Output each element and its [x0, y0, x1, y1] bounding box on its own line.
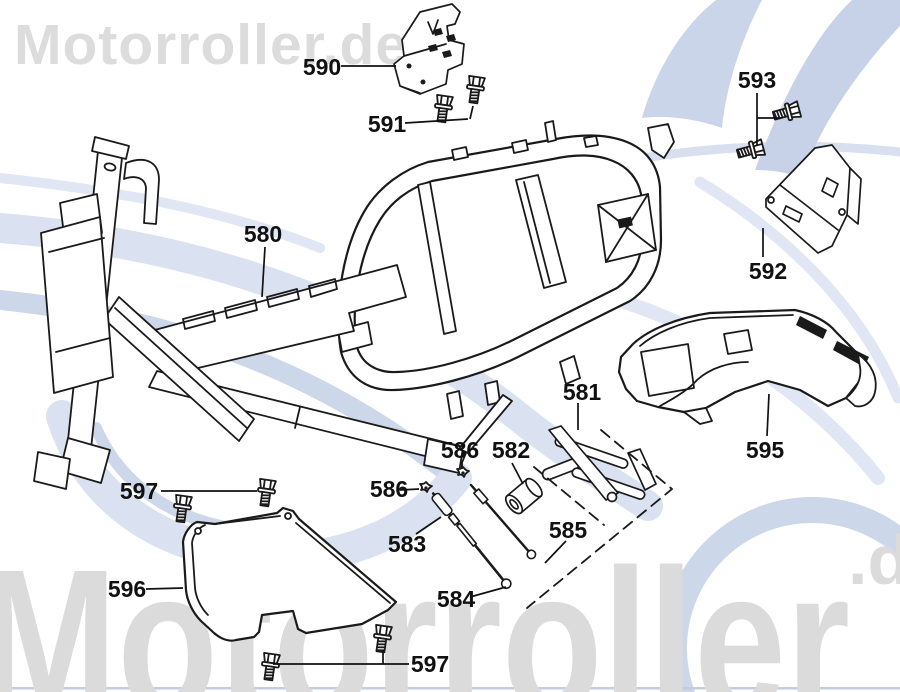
part-584-rod-end [500, 578, 512, 590]
part-591-bolt-b [432, 93, 455, 124]
part-label-584: 584 [437, 586, 476, 612]
part-label-580: 580 [244, 221, 282, 247]
part-label-591: 591 [368, 111, 407, 137]
swoosh-wheel-circle [661, 497, 900, 692]
part-label-593: 593 [738, 67, 776, 93]
part-label-597-a: 597 [120, 478, 158, 504]
part-label-582: 582 [492, 437, 530, 463]
part-597-bolt-a [255, 477, 278, 508]
part-label-597-b: 597 [411, 651, 449, 677]
part-590-bracket [393, 3, 465, 95]
watermark-bottom: Motorroller [0, 527, 850, 692]
part-label-585: 585 [549, 517, 588, 543]
part-591-bolt-a [464, 74, 487, 105]
bottom-edge-line [0, 687, 900, 690]
part-581-bracket [541, 425, 657, 503]
part-583-rod [431, 492, 512, 590]
assembly-dashed-guide [526, 429, 673, 609]
swoosh-wing-left [642, 0, 762, 128]
part-label-592: 592 [749, 258, 787, 284]
part-596-panel [181, 506, 398, 642]
part-label-586-a: 586 [441, 437, 479, 463]
part-label-595: 595 [746, 437, 785, 463]
part-595-cover [617, 308, 877, 425]
part-592-bracket [765, 144, 862, 254]
swoosh-wing-right [755, 0, 900, 178]
part-label-590: 590 [303, 54, 341, 80]
callout-lines [145, 65, 781, 665]
part-label-586-b: 586 [370, 476, 408, 502]
part-labels: 580 581 582 583 584 585 586 586 590 591 … [108, 54, 787, 677]
part-585-rod [469, 483, 537, 560]
part-label-596: 596 [108, 576, 146, 602]
watermark-bottom-suffix: .de [848, 521, 900, 599]
part-582-bushing [504, 477, 543, 515]
part-label-583: 583 [388, 531, 426, 557]
watermark-top: Motorroller.de [14, 13, 408, 77]
assembly-dashed-guide-2 [533, 466, 605, 526]
part-label-581: 581 [563, 379, 602, 405]
part-580-frame [33, 120, 675, 490]
